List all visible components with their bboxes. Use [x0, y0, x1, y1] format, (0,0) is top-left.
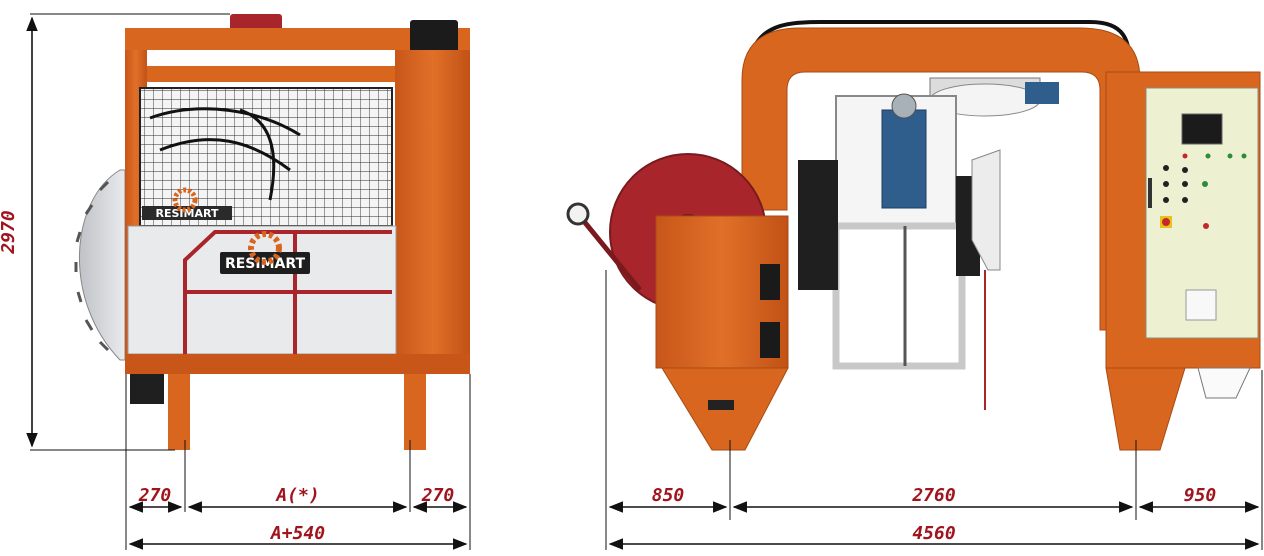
cabinet-vent	[1185, 289, 1217, 321]
hmi-screen	[1181, 113, 1223, 145]
right-offset-label: 270	[421, 485, 455, 506]
blade-segments	[74, 180, 110, 352]
left-leg	[168, 374, 190, 450]
gear-icon	[248, 231, 282, 265]
carriage-vent-upper	[760, 264, 780, 300]
blade-arm	[576, 212, 642, 292]
blue-motor	[881, 109, 927, 209]
base-beam	[125, 354, 470, 374]
arm-knob	[566, 202, 590, 226]
front-total-label: A+540	[270, 523, 325, 544]
right-leg	[404, 374, 426, 450]
cabinet-handle	[1148, 178, 1152, 208]
side-total-label: 4560	[912, 523, 956, 544]
mesh-gear-icon	[172, 187, 198, 213]
side-middle-label: 2760	[911, 485, 956, 506]
top-beam	[125, 28, 470, 50]
mesh-logo-plate	[142, 206, 232, 220]
left-foot	[130, 374, 164, 404]
switch-3	[1163, 181, 1169, 187]
mesh-grid	[139, 87, 393, 227]
red-lamp	[230, 14, 282, 32]
side-left-label: 850	[652, 485, 685, 506]
switch-5	[1202, 181, 1208, 187]
indicator-green-2	[1227, 153, 1233, 159]
reset-button	[1203, 223, 1209, 229]
carriage-vent-lower	[760, 322, 780, 358]
right-hopper	[1105, 367, 1186, 451]
right-column	[395, 50, 470, 370]
indicator-green-1	[1205, 153, 1211, 159]
side-view	[566, 20, 1261, 451]
head-drive-motor	[1025, 82, 1059, 104]
switch-2	[1182, 167, 1188, 173]
switch-6	[1163, 197, 1169, 203]
front-view: RESIMART RESIMART	[74, 14, 470, 450]
span-label: A(*)	[275, 485, 319, 506]
front-dimensions: 2970 270 A(*) 270 A+540	[0, 13, 471, 550]
side-dimensions: 850 2760 950 4560	[605, 270, 1263, 550]
hopper-tag	[708, 400, 734, 410]
left-offset-label: 270	[138, 485, 172, 506]
saw-blade	[79, 169, 126, 361]
switch-1	[1163, 165, 1169, 171]
small-blade-guard	[971, 149, 1001, 271]
internal-hoses	[149, 107, 301, 201]
emergency-stop	[1162, 218, 1170, 226]
indicator-red-1	[1182, 153, 1188, 159]
height-dimension-label: 2970	[0, 210, 19, 255]
mesh-logo-text: RESIMART	[156, 207, 219, 220]
switch-4	[1182, 181, 1188, 187]
side-right-label: 950	[1184, 485, 1217, 506]
cabinet-chute	[1197, 367, 1251, 399]
lower-white-frame	[832, 222, 966, 370]
indicator-green-3	[1241, 153, 1247, 159]
upper-beam	[147, 66, 395, 82]
switch-7	[1182, 197, 1188, 203]
black-blade-block	[798, 160, 838, 290]
motor-cap	[891, 93, 917, 119]
